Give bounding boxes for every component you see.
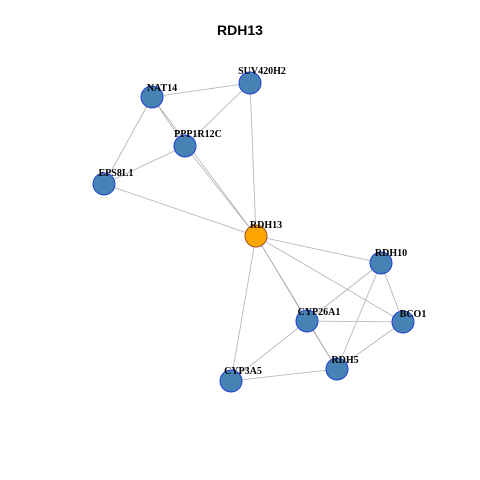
node-label-ppp1r12c: PPP1R12C (174, 129, 222, 140)
node-circle-eps8l1 (92, 172, 116, 196)
node-rdh10: RDH10 (369, 248, 407, 275)
edge-ppp1r12c-eps8l1 (103, 145, 186, 185)
edge-nat14-rdh13 (151, 96, 257, 237)
node-label-rdh13: RDH13 (250, 220, 282, 231)
edge-suv420h2-rdh13 (249, 82, 257, 237)
edge-rdh10-rdh5 (336, 262, 382, 370)
graph-title: RDH13 (217, 22, 263, 38)
node-label-rdh10: RDH10 (375, 248, 407, 259)
edge-eps8l1-rdh13 (103, 183, 257, 237)
node-circle-cyp26a1 (295, 309, 319, 333)
edge-nat14-suv420h2 (151, 82, 251, 98)
node-circle-rdh5 (325, 357, 349, 381)
node-label-rdh5: RDH5 (331, 355, 358, 366)
node-label-cyp26a1: CYP26A1 (298, 307, 341, 318)
node-rdh5: RDH5 (325, 355, 359, 381)
edge-bco1-rdh5 (336, 321, 404, 370)
edge-ppp1r12c-rdh13 (184, 145, 257, 237)
node-circle-rdh10 (369, 251, 393, 275)
node-cyp26a1: CYP26A1 (295, 307, 341, 333)
node-label-eps8l1: EPS8L1 (98, 168, 133, 179)
node-eps8l1: EPS8L1 (92, 168, 134, 196)
node-label-suv420h2: SUV420H2 (238, 66, 286, 77)
node-rdh13: RDH13 (244, 220, 282, 248)
edges-layer (103, 82, 404, 382)
edge-rdh5-cyp3a5 (230, 368, 338, 382)
edge-rdh13-bco1 (255, 235, 404, 323)
node-circle-suv420h2 (238, 71, 262, 95)
node-nat14: NAT14 (140, 83, 177, 109)
edge-cyp26a1-cyp3a5 (230, 320, 308, 382)
node-circle-ppp1r12c (173, 134, 197, 158)
node-circle-bco1 (391, 310, 415, 334)
edge-cyp26a1-bco1 (306, 320, 404, 323)
node-label-bco1: BCO1 (400, 309, 427, 320)
node-ppp1r12c: PPP1R12C (173, 129, 222, 158)
node-circle-cyp3a5 (219, 369, 243, 393)
node-label-nat14: NAT14 (147, 83, 177, 94)
node-circle-nat14 (140, 85, 164, 109)
node-bco1: BCO1 (391, 309, 427, 334)
node-circle-rdh13 (244, 224, 268, 248)
edge-rdh10-cyp26a1 (306, 262, 382, 322)
edge-suv420h2-ppp1r12c (184, 82, 251, 147)
node-label-cyp3a5: CYP3A5 (224, 366, 262, 377)
edge-rdh13-rdh10 (255, 235, 382, 264)
edge-rdh13-cyp3a5 (230, 235, 257, 382)
node-suv420h2: SUV420H2 (238, 66, 286, 95)
edge-nat14-eps8l1 (103, 96, 153, 185)
node-cyp3a5: CYP3A5 (219, 366, 262, 393)
